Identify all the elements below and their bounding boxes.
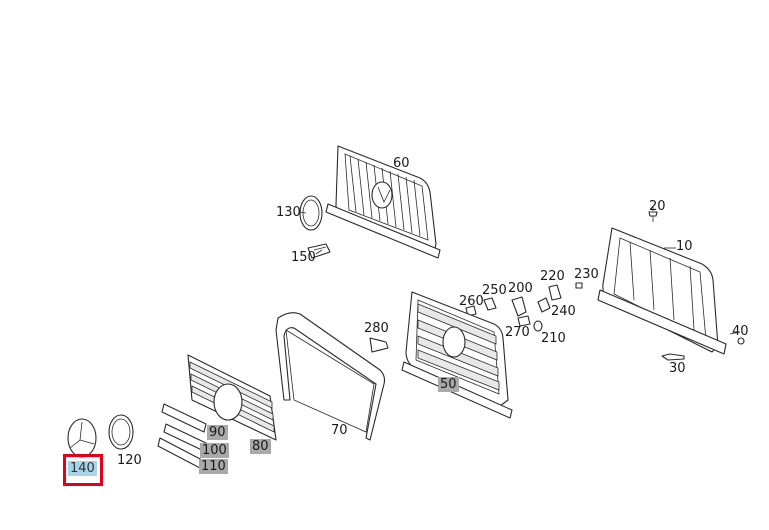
part-250-clip[interactable] <box>483 297 497 311</box>
part-210-plug[interactable] <box>533 320 543 332</box>
callout-230[interactable]: 230 <box>574 267 599 282</box>
callout-90[interactable]: 90 <box>207 425 228 440</box>
part-60-grille-vertical-bars[interactable] <box>325 145 441 259</box>
callout-130[interactable]: 130 <box>276 205 301 220</box>
part-130-ring[interactable] <box>299 195 323 231</box>
callout-120[interactable]: 120 <box>117 453 142 468</box>
callout-200[interactable]: 200 <box>508 281 533 296</box>
part-230-clip[interactable] <box>575 282 583 289</box>
callout-20[interactable]: 20 <box>649 199 666 214</box>
part-30-bolt[interactable] <box>661 353 685 361</box>
part-240-clip[interactable] <box>537 297 551 313</box>
small-fastener-group <box>465 282 745 361</box>
part-20-screw[interactable] <box>648 211 658 222</box>
part-120-ring[interactable] <box>108 414 134 450</box>
callout-240[interactable]: 240 <box>551 304 576 319</box>
part-150-clip[interactable] <box>307 243 331 259</box>
callout-10[interactable]: 10 <box>676 239 693 254</box>
part-80-grille-trim[interactable] <box>187 354 277 441</box>
selected-callout-frame <box>63 454 103 486</box>
callout-50[interactable]: 50 <box>438 377 459 392</box>
part-200-sensor[interactable] <box>511 296 527 317</box>
callout-80[interactable]: 80 <box>250 439 271 454</box>
part-220-bracket[interactable] <box>548 284 562 301</box>
part-270-clip[interactable] <box>517 315 531 327</box>
part-140-star-emblem[interactable] <box>67 418 97 458</box>
callout-40[interactable]: 40 <box>732 324 749 339</box>
leader-lines <box>299 206 741 335</box>
callout-250[interactable]: 250 <box>482 283 507 298</box>
callout-110[interactable]: 110 <box>199 459 228 474</box>
part-70-grille-frame[interactable] <box>275 312 386 441</box>
callout-70[interactable]: 70 <box>331 423 348 438</box>
callout-260[interactable]: 260 <box>459 294 484 309</box>
part-40-nut[interactable] <box>737 337 745 345</box>
callout-220[interactable]: 220 <box>540 269 565 284</box>
callout-210[interactable]: 210 <box>541 331 566 346</box>
callout-280[interactable]: 280 <box>364 321 389 336</box>
part-90-strip[interactable] <box>161 403 207 433</box>
callout-60[interactable]: 60 <box>393 156 410 171</box>
callout-270[interactable]: 270 <box>505 325 530 340</box>
callout-30[interactable]: 30 <box>669 361 686 376</box>
part-50-grille-horizontal-bars[interactable] <box>401 291 513 419</box>
callout-150[interactable]: 150 <box>291 250 316 265</box>
callout-140[interactable]: 140 <box>68 461 97 476</box>
part-10-carrier-frame[interactable] <box>597 227 727 355</box>
callout-100[interactable]: 100 <box>200 443 229 458</box>
part-280-bracket[interactable] <box>369 337 389 353</box>
